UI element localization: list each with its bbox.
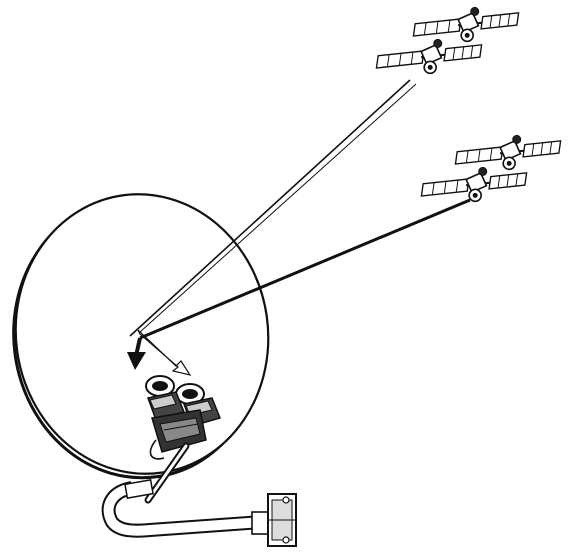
satellite-icon [419, 163, 529, 207]
satellite-group-lower [419, 131, 563, 207]
satellite-icon [411, 3, 521, 47]
satellite-icon [453, 131, 563, 175]
satellite-group-upper [374, 3, 521, 79]
wall-bracket-icon [252, 494, 296, 546]
